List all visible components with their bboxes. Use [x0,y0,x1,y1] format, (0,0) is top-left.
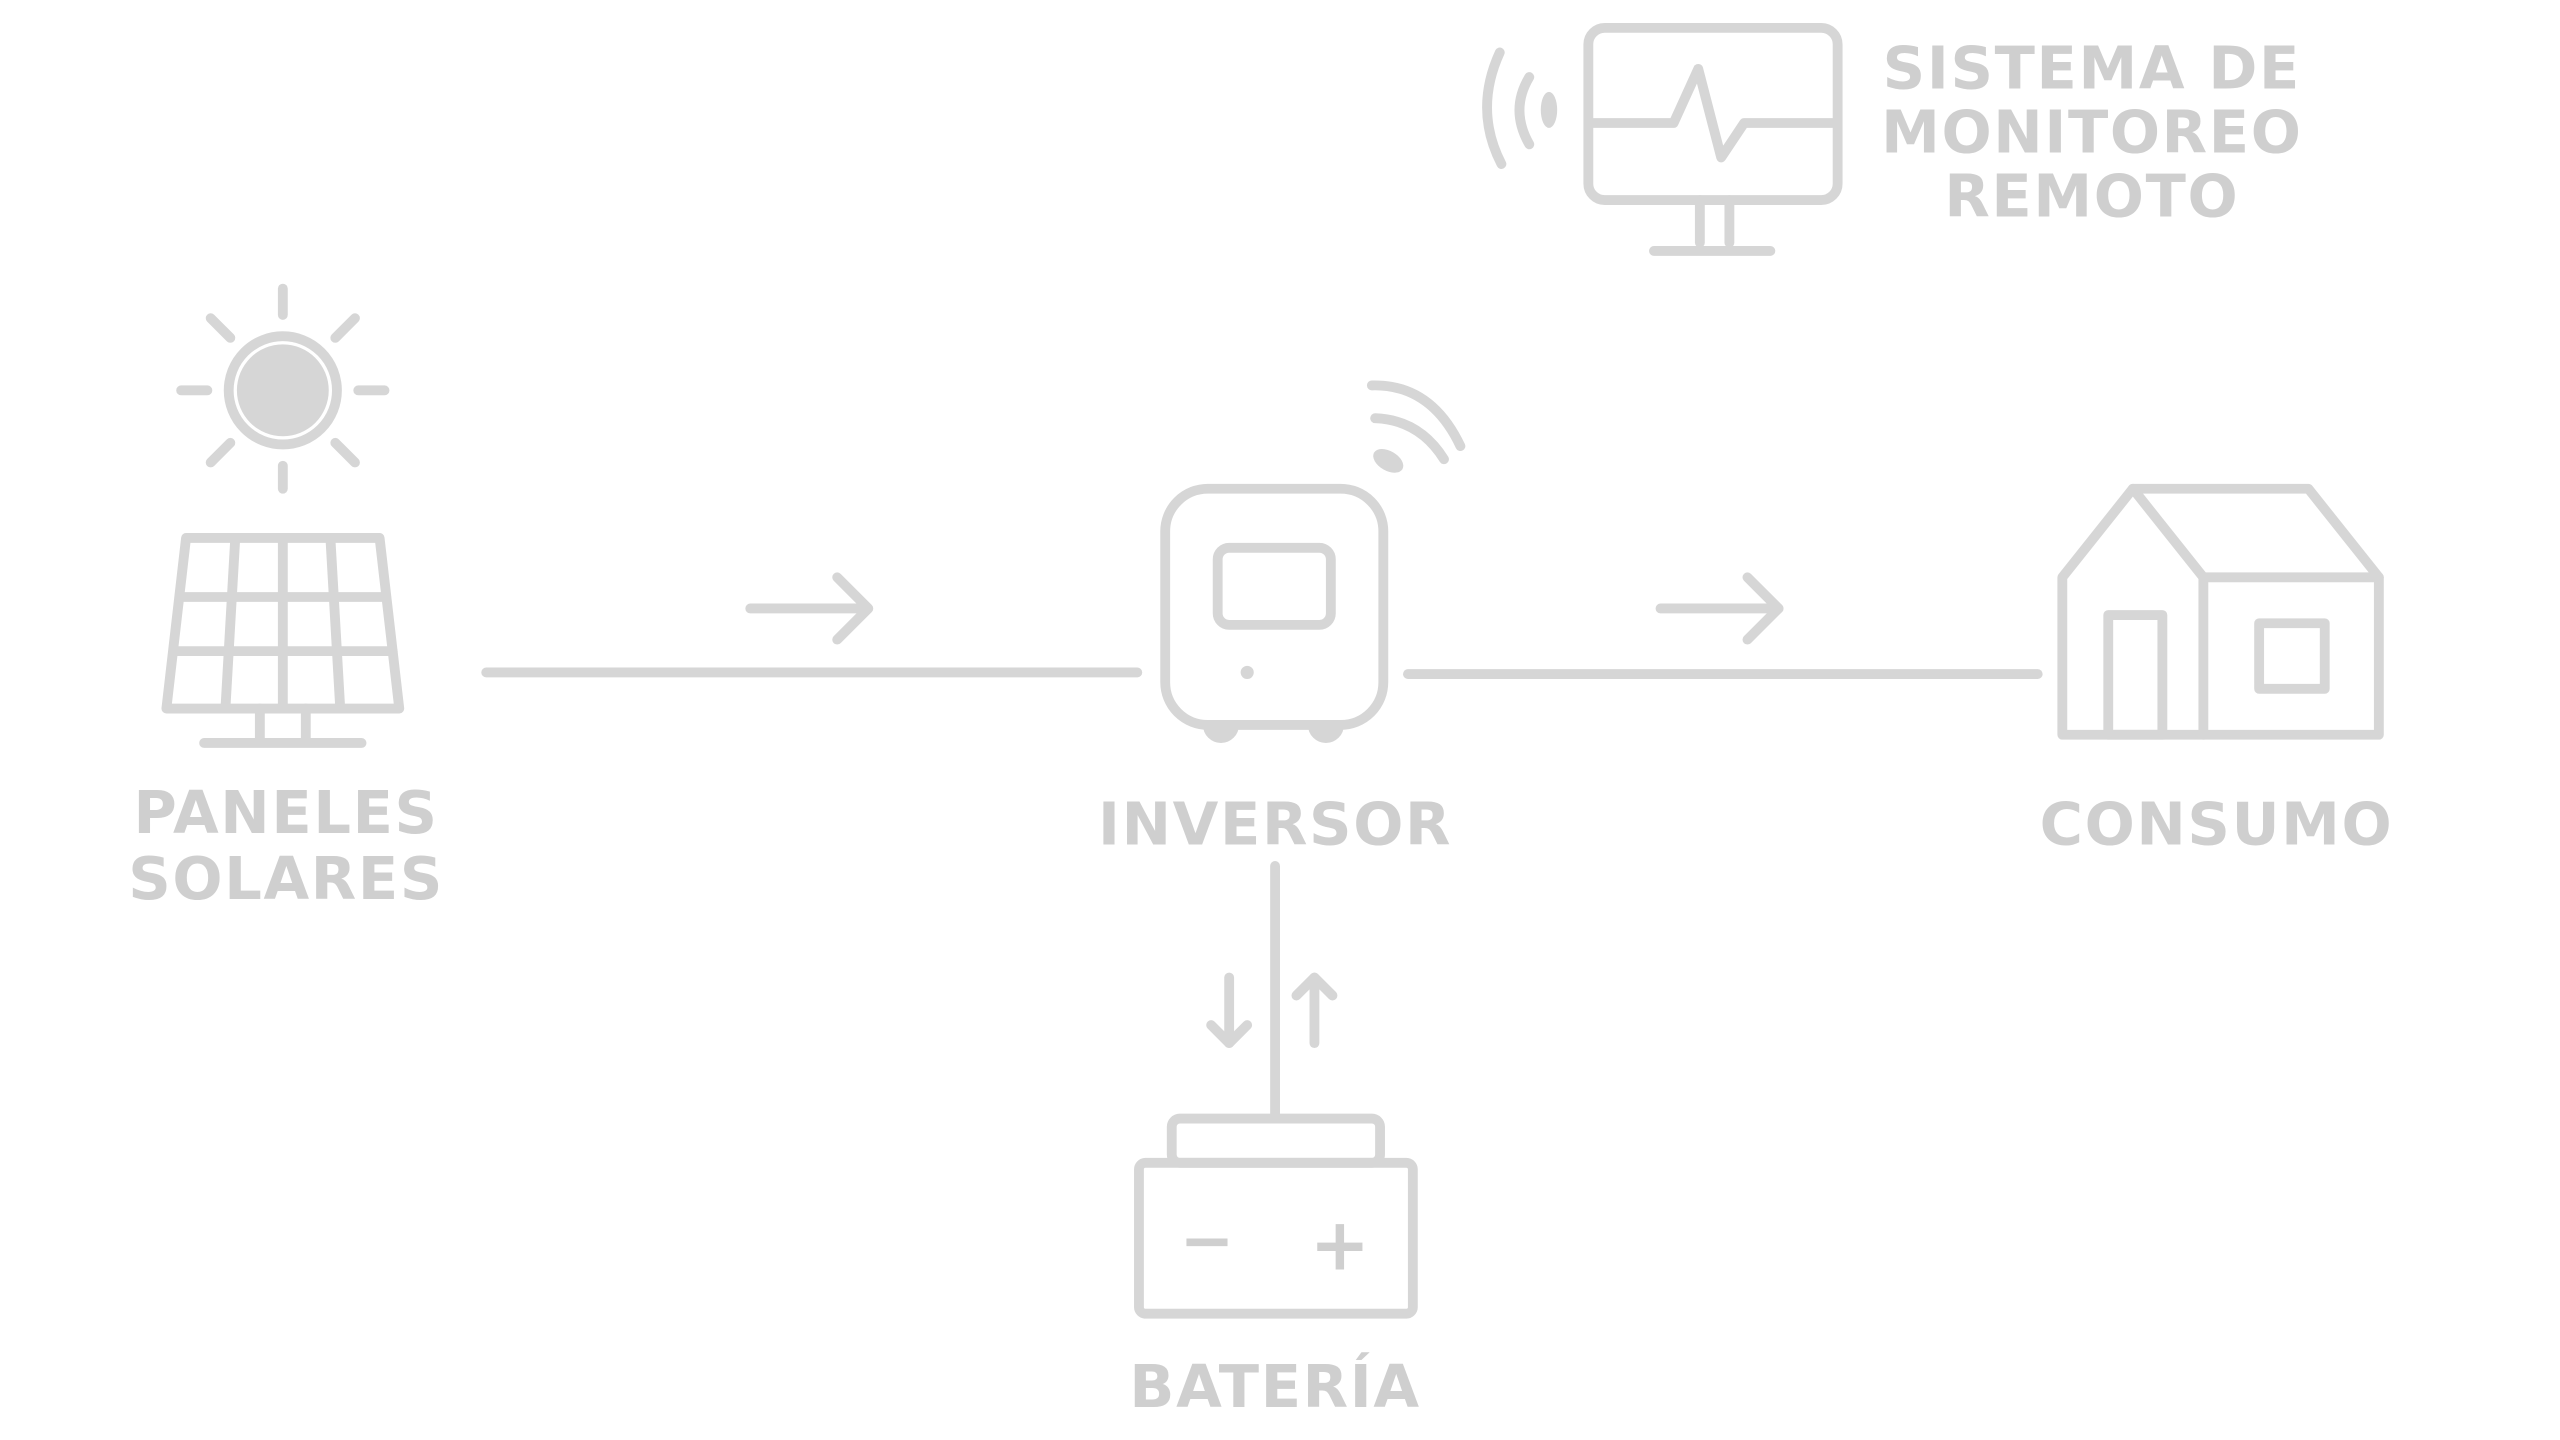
monitoring-label-line1: SISTEMA DE [1883,34,2301,103]
house-icon [2057,483,2384,740]
wifi-icon [1366,380,1466,473]
sun-icon [176,283,390,494]
battery-label: BATERÍA [1129,1352,1420,1421]
arrow-right-icon [745,572,874,645]
signal-waves-icon [1482,47,1558,169]
battery-icon [1134,1113,1418,1319]
solar-label-line2: SOLARES [128,844,444,913]
arrow-right-icon [1655,572,1784,645]
solar-panel-icon [161,533,405,748]
consumption-label: CONSUMO [2040,790,2394,859]
monitor-icon [1583,22,1843,256]
monitoring-label-line3: REMOTO [1944,161,2239,230]
battery-plus-sign: + [1310,1203,1372,1287]
battery-minus-sign: − [1180,1203,1237,1279]
solar-label-line1: PANELES [134,778,439,847]
inverter-label: INVERSOR [1098,790,1452,859]
arrow-down-icon [1206,972,1253,1049]
monitoring-label-line2: MONITOREO [1881,98,2302,167]
arrow-up-icon [1291,972,1338,1049]
inverter-icon [1160,483,1389,743]
